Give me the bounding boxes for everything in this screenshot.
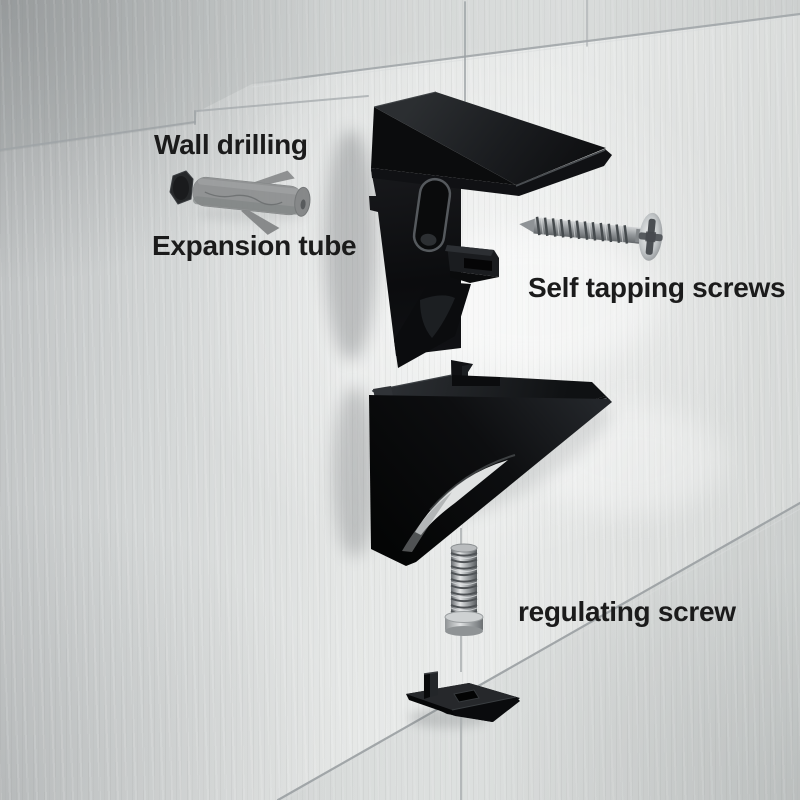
label-wall-drilling: Wall drilling — [154, 129, 308, 160]
wedge-slit-highlight — [415, 460, 508, 535]
drill-hole-graphic — [169, 170, 194, 205]
notch-shadow — [452, 375, 500, 386]
label-expansion-tube: Expansion tube — [152, 230, 357, 261]
pad-hole — [453, 689, 480, 703]
upper-clamp-bracket-graphic — [369, 91, 612, 368]
self-tapping-screw-graphic — [519, 212, 663, 261]
lower-clamp-bracket-graphic — [369, 360, 612, 566]
expansion-tube-graphic — [192, 170, 311, 235]
keyhole-slot — [412, 177, 452, 253]
upper-jaw — [445, 245, 499, 283]
tile-upper-row — [0, 0, 800, 152]
pad-left-face — [406, 694, 455, 716]
pad-tab — [423, 671, 439, 699]
label-self-tapping-screws: Self tapping screws — [528, 272, 786, 303]
pad-right-face — [452, 697, 520, 722]
wedge-slit-gloss — [402, 492, 452, 552]
bottom-clamp-pad-graphic — [406, 671, 520, 722]
wedge-under-shadow — [371, 107, 516, 185]
label-regulating-screw: regulating screw — [518, 596, 736, 627]
gusset-gloss — [420, 295, 455, 338]
wedge-top-face — [374, 92, 606, 185]
regulating-screw-graphic — [444, 543, 484, 636]
